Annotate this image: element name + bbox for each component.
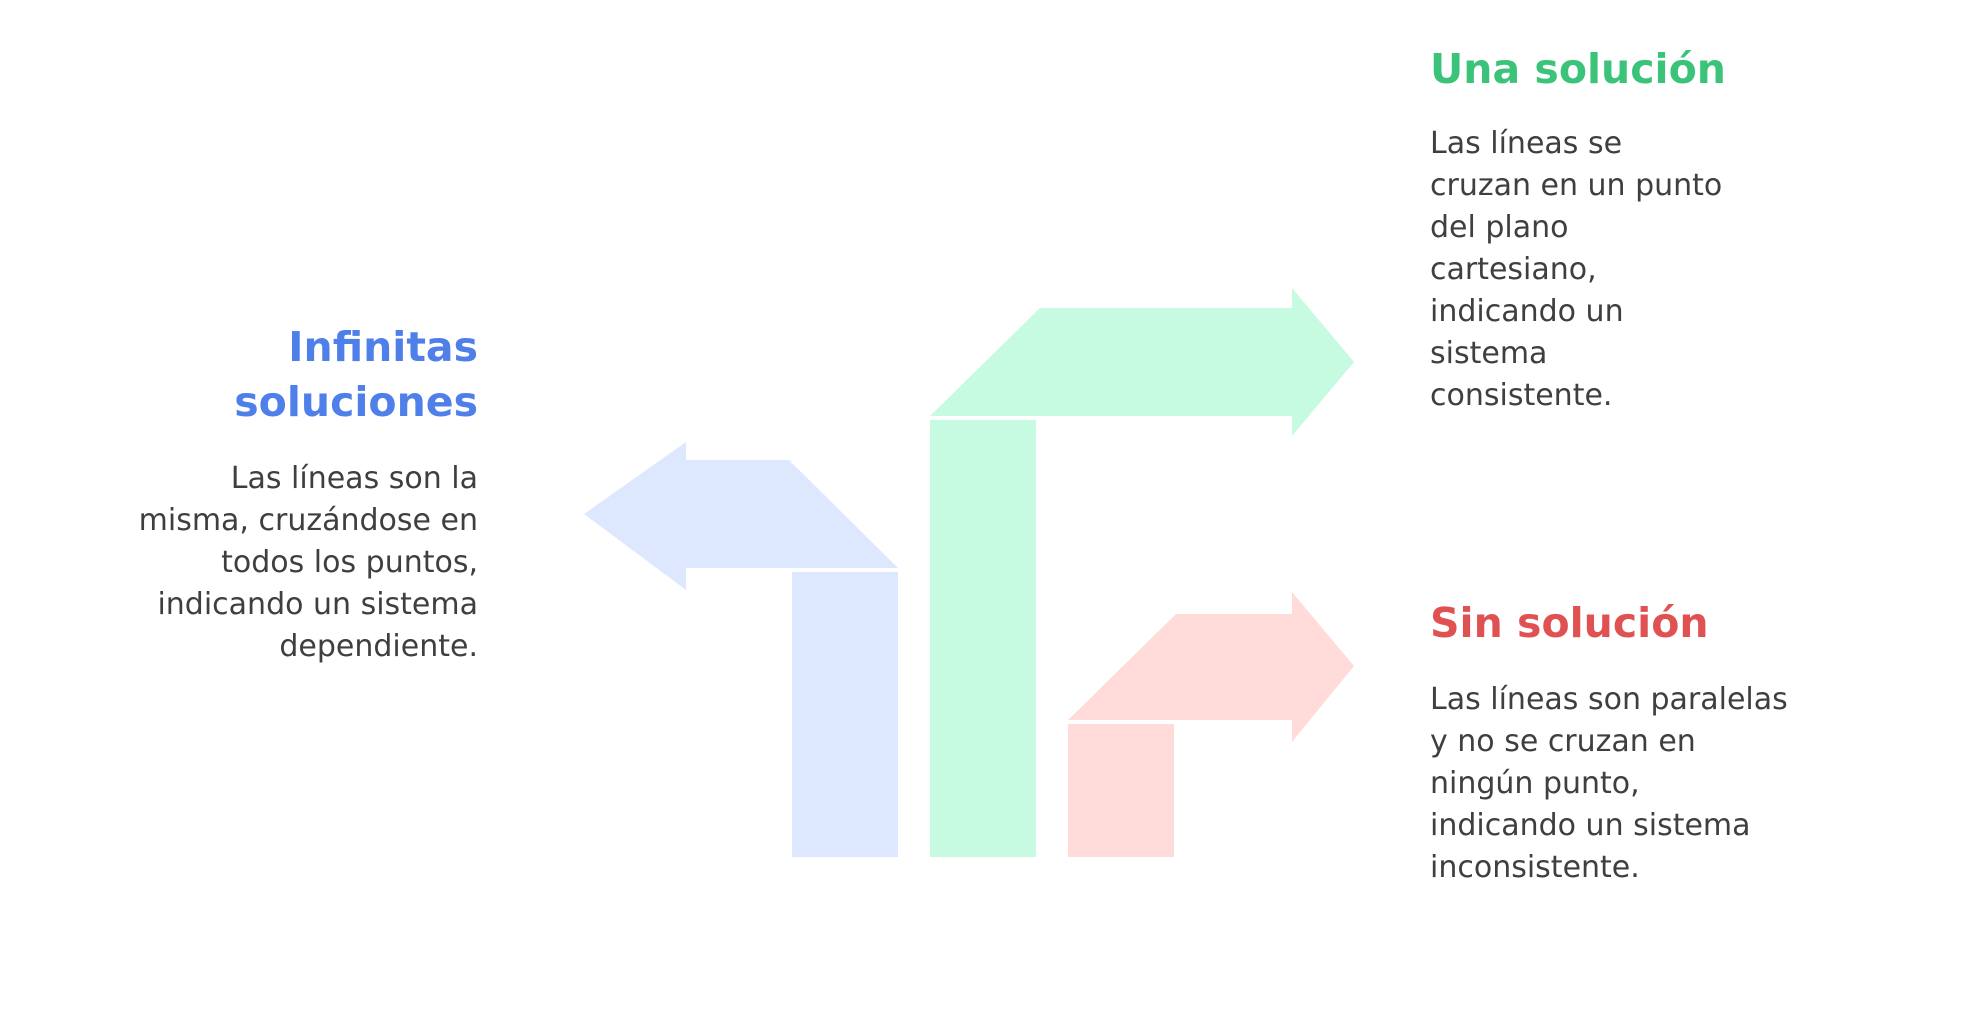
sin-arrow (1068, 592, 1354, 857)
infinitas-soluciones-description: Las líneas son la misma, cruzándose en t… (138, 461, 478, 664)
sin-arrow-stem (1068, 724, 1174, 857)
sin-arrow-tip (1292, 592, 1354, 742)
sin-solucion-title: Sin solución (1430, 599, 1709, 647)
sin-arrow-shaft (1068, 614, 1292, 720)
infinitas-arrow-head (686, 460, 898, 568)
una-arrow (930, 288, 1354, 857)
infinitas-arrow-stem (792, 572, 898, 857)
infinitas-arrow (584, 442, 898, 857)
una-solucion-block: Una solución Las líneas se cruzan en un … (1430, 42, 1850, 417)
infinitas-soluciones-block: Infinitas soluciones Las líneas son la m… (130, 320, 478, 668)
infinitas-soluciones-title: Infinitas soluciones (234, 323, 478, 426)
una-solucion-title: Una solución (1430, 45, 1726, 93)
una-arrow-stem (930, 420, 1036, 857)
una-arrow-tip (1292, 288, 1354, 436)
infinitas-arrow-tip (584, 442, 686, 590)
una-solucion-description: Las líneas se cruzan en un punto del pla… (1430, 126, 1723, 413)
una-arrow-shaft (930, 308, 1292, 416)
sin-solucion-description: Las líneas son paralelas y no se cruzan … (1430, 682, 1788, 885)
sin-solucion-block: Sin solución Las líneas son paralelas y … (1430, 596, 1790, 889)
